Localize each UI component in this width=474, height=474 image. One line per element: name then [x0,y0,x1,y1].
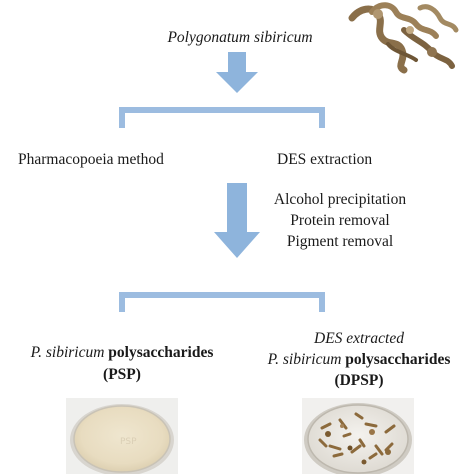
right-product-species: P. sibiricum [267,351,342,368]
brown-fibrous-petri-dish-image [302,398,414,474]
down-arrow-2 [214,183,260,258]
right-product-type: polysaccharides [341,351,451,368]
left-product-species: P. sibiricum [30,344,105,361]
split-bracket-2 [119,292,325,312]
svg-text:PSP: PSP [120,437,137,447]
right-product-name: P. sibiricum polysaccharides [244,350,474,370]
down-arrow-1 [216,52,258,93]
white-powder-petri-dish-image: PSP [66,398,178,474]
right-product-prefix: DES extracted [314,330,404,347]
left-product-abbr: (PSP) [103,366,141,383]
split-bracket-1 [119,107,325,128]
left-product-name: P. sibiricum polysaccharides [0,343,244,363]
source-title: Polygonatum sibiricum [167,29,313,46]
right-method-label: DES extraction [277,151,373,168]
left-method-label: Pharmacopoeia method [18,151,164,168]
right-product-abbr: (DPSP) [334,372,384,389]
processing-step: Alcohol precipitation [273,191,407,208]
left-product-type: polysaccharides [104,344,214,361]
processing-step: Protein removal [290,212,390,229]
processing-step: Pigment removal [286,233,394,250]
dried-rhizome-image [340,0,460,74]
